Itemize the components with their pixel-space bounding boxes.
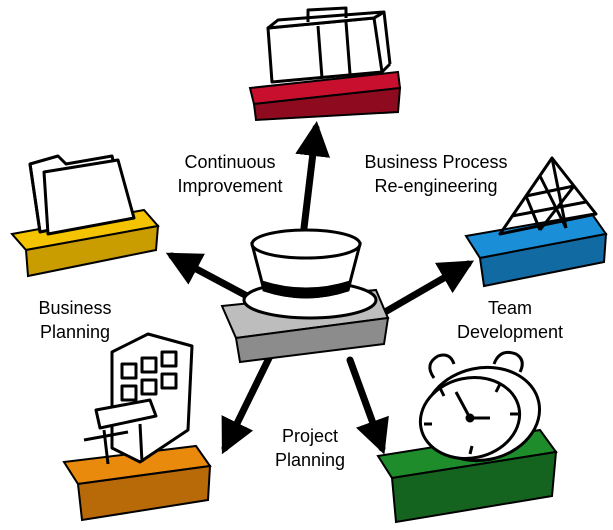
label-line: Planning: [39, 322, 111, 342]
briefcase-icon: [266, 6, 392, 84]
red-tray: [248, 70, 402, 122]
label-continuous-improvement: Continuous Improvement: [160, 150, 300, 198]
business-process-node: [248, 6, 402, 122]
stopwatch-node: [376, 350, 558, 524]
arrow-to-team-development: [381, 260, 475, 316]
cup-and-saucer-icon: [242, 228, 378, 320]
label-project-planning: Project Planning: [250, 424, 370, 472]
label-line: Planning: [274, 450, 346, 470]
pyramid-icon: [498, 156, 598, 236]
machine-node: [62, 332, 212, 522]
label-business-planning: Business Planning: [20, 296, 130, 344]
label-line: Business: [38, 298, 112, 318]
tray-front: [478, 232, 608, 288]
arrow-to-machine-node: [221, 348, 276, 455]
folder-icon: [28, 154, 136, 236]
tray-front: [234, 316, 390, 364]
label-team-development: Team Development: [440, 296, 580, 344]
machine-icon: [83, 332, 194, 465]
tray-front: [24, 224, 160, 278]
arrow-to-business-process: [295, 121, 331, 232]
tray-front: [76, 464, 212, 522]
blue-tray: [464, 212, 608, 288]
label-line: Development: [456, 322, 564, 342]
center-node: [220, 228, 390, 364]
label-business-process: Business Process Re-engineering: [336, 150, 536, 198]
business-planning-node: [10, 154, 160, 278]
tray-front: [252, 86, 402, 122]
orange-tray: [62, 444, 212, 522]
label-line: Business Process: [364, 152, 508, 172]
label-line: Team: [487, 298, 532, 318]
label-line: Continuous: [184, 152, 276, 172]
label-line: Improvement: [177, 176, 283, 196]
tray-front: [390, 450, 558, 524]
arrow-to-stopwatch-node: [346, 356, 389, 455]
label-line: Re-engineering: [374, 176, 498, 196]
label-line: Project: [281, 426, 339, 446]
stopwatch-icon: [418, 350, 542, 463]
team-development-node: [464, 156, 608, 288]
